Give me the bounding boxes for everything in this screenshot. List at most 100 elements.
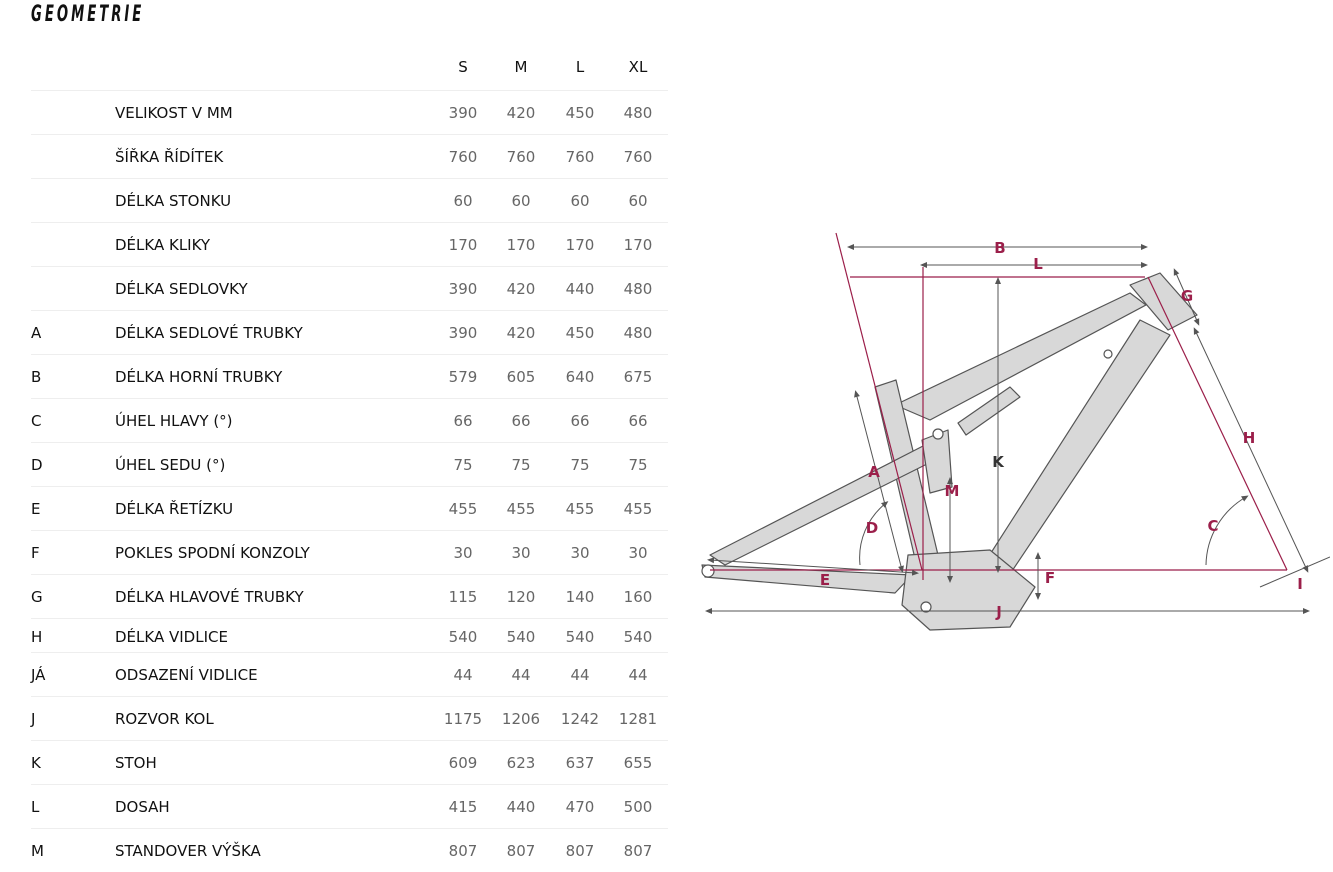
row-code: JÁ <box>31 666 46 684</box>
value-s: 415 <box>448 798 478 816</box>
value-xl: 1281 <box>618 710 658 728</box>
value-m: 30 <box>511 544 531 562</box>
value-xl: 60 <box>628 192 648 210</box>
row-code: E <box>31 500 41 518</box>
value-m: 605 <box>506 368 536 386</box>
dimension-d-arc <box>859 501 889 566</box>
row-code: B <box>31 368 42 386</box>
rear-axle <box>701 564 715 578</box>
row-label: STOH <box>115 754 157 772</box>
value-l: 30 <box>570 544 590 562</box>
row-label: POKLES SPODNÍ KONZOLY <box>115 544 310 562</box>
value-m: 120 <box>506 588 536 606</box>
value-l: 170 <box>565 236 595 254</box>
row-label: DÉLKA HLAVOVÉ TRUBKY <box>115 588 304 606</box>
value-xl: 500 <box>623 798 653 816</box>
dimension-label-k: K <box>992 453 1005 471</box>
dimension-label-j: J <box>995 603 1002 621</box>
value-s: 807 <box>448 842 478 860</box>
row-code: C <box>31 412 42 430</box>
row-code: F <box>31 544 40 562</box>
value-xl: 160 <box>623 588 653 606</box>
row-label: DÉLKA SEDLOVÉ TRUBKY <box>115 324 303 342</box>
dimension-label-g: G <box>1181 287 1193 305</box>
value-s: 60 <box>453 192 473 210</box>
dimension-label-f: F <box>1045 569 1055 587</box>
table-row-chainstay-length: E DÉLKA ŘETÍZKU 455 455 455 455 <box>31 487 668 531</box>
value-xl: 480 <box>623 280 653 298</box>
value-l: 640 <box>565 368 595 386</box>
row-code: G <box>31 588 43 606</box>
value-m: 440 <box>506 798 536 816</box>
row-label: DÉLKA VIDLICE <box>115 628 228 646</box>
value-l: 540 <box>565 628 595 646</box>
row-label: VELIKOST V MM <box>115 104 233 122</box>
value-m: 75 <box>511 456 531 474</box>
value-s: 390 <box>448 104 478 122</box>
value-s: 390 <box>448 324 478 342</box>
table-row-stack: K STOH 609 623 637 655 <box>31 741 668 785</box>
value-xl: 66 <box>628 412 648 430</box>
chain-stay <box>701 564 913 594</box>
row-label: DOSAH <box>115 798 170 816</box>
value-xl: 480 <box>623 324 653 342</box>
value-l: 75 <box>570 456 590 474</box>
table-row-top-tube-length: B DÉLKA HORNÍ TRUBKY 579 605 640 675 <box>31 355 668 399</box>
geometry-diagram: A B C D E F G H I J K L M <box>701 232 1330 631</box>
dimension-lines <box>705 244 1330 614</box>
dimension-h <box>1193 327 1309 573</box>
value-s: 579 <box>448 368 478 386</box>
value-s: 540 <box>448 628 478 646</box>
value-s: 170 <box>448 236 478 254</box>
value-s: 44 <box>453 666 473 684</box>
top-tube <box>894 292 1147 421</box>
seat-stay <box>709 444 934 566</box>
value-xl: 44 <box>628 666 648 684</box>
table-row-fork-offset: JÁ ODSAZENÍ VIDLICE 44 44 44 44 <box>31 653 668 697</box>
dimension-label-d: D <box>866 519 878 537</box>
table-row-seat-tube-length: A DÉLKA SEDLOVÉ TRUBKY 390 420 450 480 <box>31 311 668 355</box>
value-s: 1175 <box>443 710 483 728</box>
value-s: 760 <box>448 148 478 166</box>
frame-pivot <box>1103 349 1113 359</box>
page-title: GEOMETRIE <box>31 2 145 27</box>
value-l: 450 <box>565 104 595 122</box>
table-header-row: S M L XL <box>31 46 668 91</box>
size-header-l: L <box>575 58 585 76</box>
table-row-fork-length: H DÉLKA VIDLICE 540 540 540 540 <box>31 619 668 653</box>
row-code: L <box>31 798 40 816</box>
value-m: 44 <box>511 666 531 684</box>
value-m: 455 <box>506 500 536 518</box>
value-m: 540 <box>506 628 536 646</box>
row-code: H <box>31 628 43 646</box>
value-m: 420 <box>506 104 536 122</box>
value-s: 30 <box>453 544 473 562</box>
value-xl: 480 <box>623 104 653 122</box>
dimension-c-arc <box>1205 495 1249 566</box>
value-xl: 170 <box>623 236 653 254</box>
row-label: DÉLKA KLIKY <box>115 236 211 254</box>
value-m: 170 <box>506 236 536 254</box>
value-m: 420 <box>506 280 536 298</box>
row-label: STANDOVER VÝŠKA <box>115 842 261 860</box>
value-m: 623 <box>506 754 536 772</box>
row-label: ROZVOR KOL <box>115 710 214 728</box>
value-xl: 75 <box>628 456 648 474</box>
table-row-seatpost-length: DÉLKA SEDLOVKY 390 420 440 480 <box>31 267 668 311</box>
table-row-head-tube-length: G DÉLKA HLAVOVÉ TRUBKY 115 120 140 160 <box>31 575 668 619</box>
value-s: 66 <box>453 412 473 430</box>
value-m: 66 <box>511 412 531 430</box>
value-m: 807 <box>506 842 536 860</box>
row-label: DÉLKA ŘETÍZKU <box>115 500 234 518</box>
dimension-label-m: M <box>945 482 960 500</box>
value-xl: 455 <box>623 500 653 518</box>
table-row-head-angle: C ÚHEL HLAVY (°) 66 66 66 66 <box>31 399 668 443</box>
table-row-seat-angle: D ÚHEL SEDU (°) 75 75 75 75 <box>31 443 668 487</box>
row-label: ODSAZENÍ VIDLICE <box>115 666 258 684</box>
dimension-g <box>1173 268 1200 326</box>
value-s: 75 <box>453 456 473 474</box>
dimension-label-l: L <box>1033 255 1043 273</box>
value-l: 60 <box>570 192 590 210</box>
value-l: 470 <box>565 798 595 816</box>
row-label: ÚHEL HLAVY (°) <box>115 412 233 430</box>
